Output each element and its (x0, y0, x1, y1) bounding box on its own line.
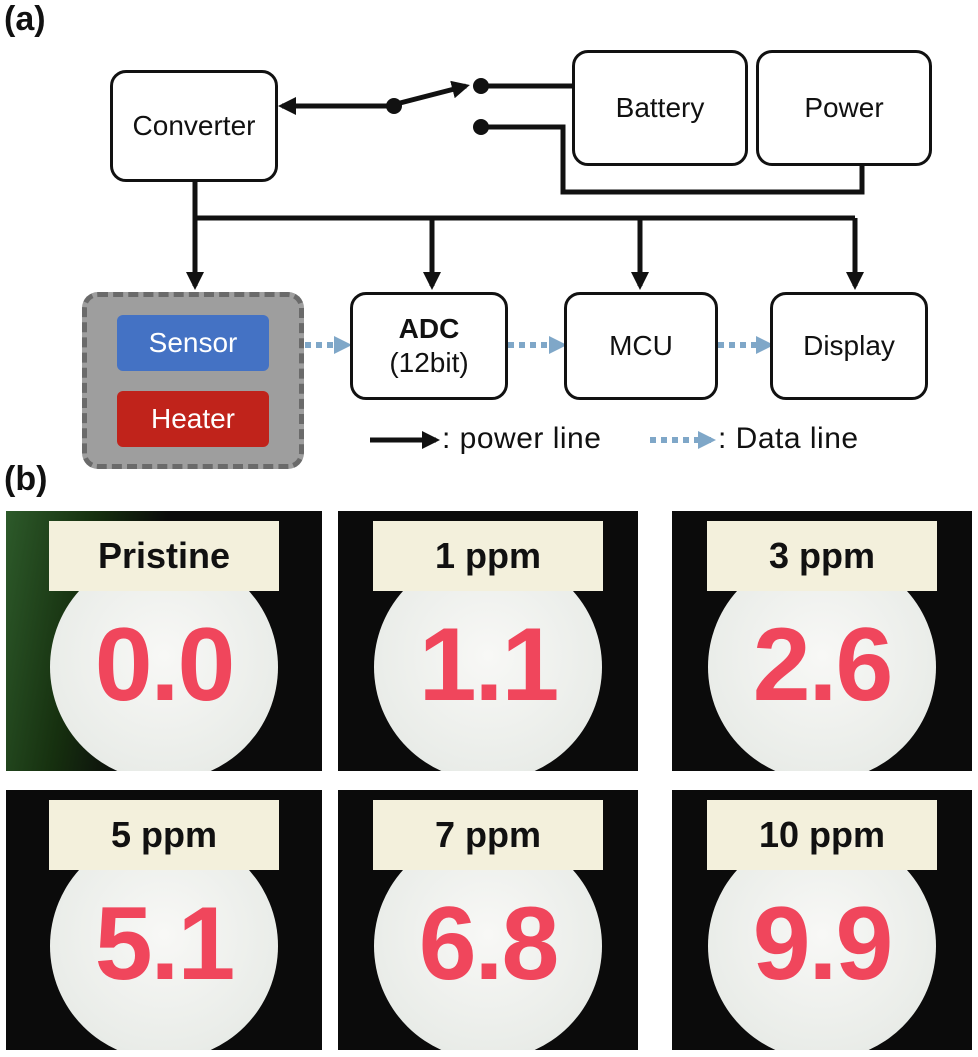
photo-pristine: Pristine 0.0 (6, 511, 322, 771)
photo-label: 3 ppm (707, 521, 937, 591)
photo-1ppm: 1 ppm 1.1 (338, 511, 638, 771)
power-block: Power (756, 50, 932, 166)
sensor-heater-module: Sensor Heater (82, 292, 304, 469)
photo-5ppm: 5 ppm 5.1 (6, 790, 322, 1050)
battery-label: Battery (615, 92, 705, 124)
photo-3ppm: 3 ppm 2.6 (672, 511, 972, 771)
panel-b-label: (b) (4, 460, 48, 498)
adc-resolution: (12bit) (389, 347, 469, 378)
sensor-chip: Sensor (117, 315, 269, 371)
power-label: Power (804, 92, 884, 124)
legend-data-line: : Data line (718, 422, 859, 455)
photo-label: 7 ppm (373, 800, 603, 870)
sensor-label: Sensor (148, 327, 238, 358)
converter-block: Converter (110, 70, 278, 182)
photo-reading: 0.0 (94, 607, 236, 723)
photo-label: 1 ppm (373, 521, 603, 591)
photo-reading: 6.8 (418, 886, 560, 1002)
adc-label: ADC (398, 313, 460, 345)
switch-lever (399, 80, 470, 106)
wiring-diagram (186, 78, 865, 449)
display-label: Display (803, 330, 895, 362)
heater-chip: Heater (117, 391, 269, 447)
battery-block: Battery (572, 50, 748, 166)
heater-label: Heater (150, 403, 236, 434)
photo-10ppm: 10 ppm 9.9 (672, 790, 972, 1050)
photo-label: Pristine (49, 521, 279, 591)
switch-pivot (386, 98, 402, 114)
converter-label: Converter (132, 110, 256, 142)
panel-a-label: (a) (4, 0, 46, 38)
display-block: Display (770, 292, 928, 400)
adc-block: ADC (12bit) (350, 292, 508, 400)
photo-label: 10 ppm (707, 800, 937, 870)
mcu-label: MCU (609, 330, 673, 362)
mcu-block: MCU (564, 292, 718, 400)
photo-7ppm: 7 ppm 6.8 (338, 790, 638, 1050)
power-supply-line (481, 124, 865, 195)
photo-reading: 5.1 (94, 886, 236, 1002)
photo-reading: 9.9 (752, 886, 894, 1002)
photo-reading: 1.1 (418, 607, 560, 723)
photo-label: 5 ppm (49, 800, 279, 870)
photo-reading: 2.6 (752, 607, 894, 723)
legend-power-line: : power line (442, 422, 602, 455)
